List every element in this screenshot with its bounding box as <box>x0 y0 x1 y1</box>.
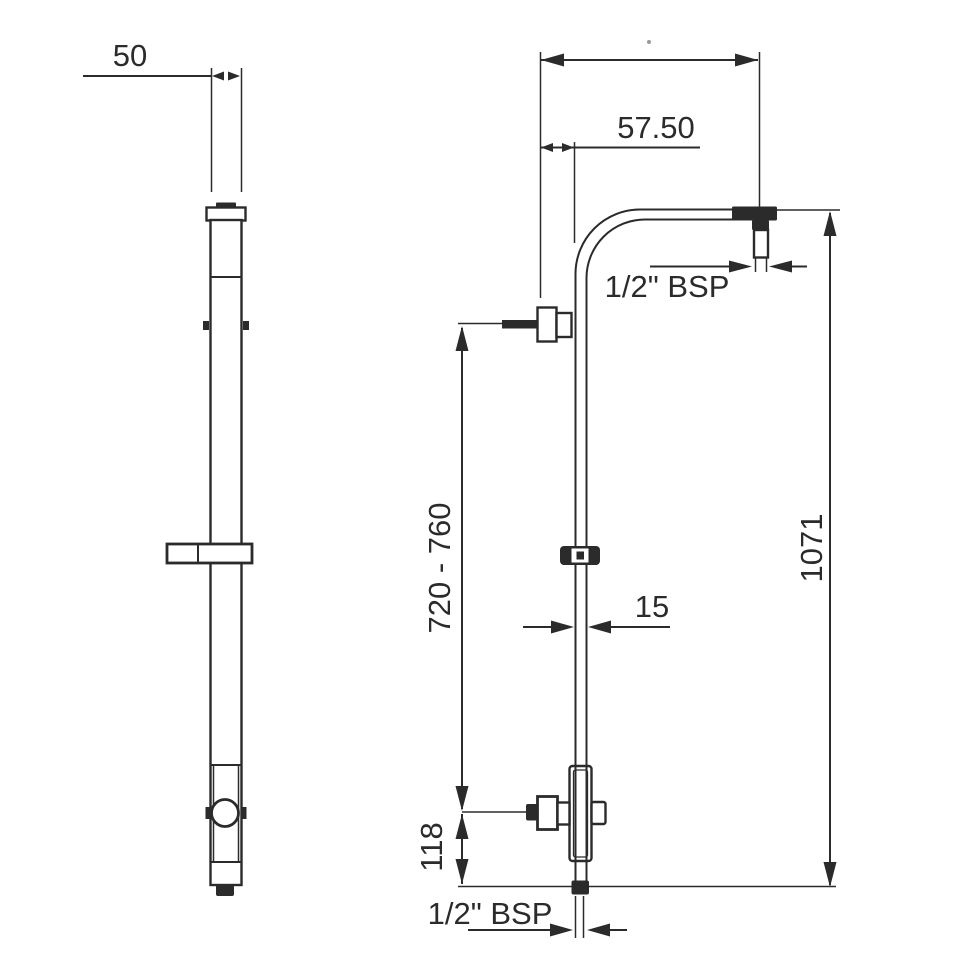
slide-rail-profile <box>165 202 254 896</box>
column-inner-line <box>585 218 750 883</box>
diverter-neck <box>556 801 571 826</box>
inlet-stub <box>502 320 537 329</box>
arrowhead-left-icon <box>541 53 564 67</box>
slider-bracket <box>165 542 254 565</box>
rail-top-cap <box>205 206 247 222</box>
dim-label-offset: 57.50 <box>617 110 695 145</box>
dimension-outlet-height: 118 <box>414 814 836 888</box>
clamp-screw <box>576 551 584 560</box>
stray-mark <box>647 40 651 44</box>
arrowhead-right-icon <box>769 260 792 273</box>
arrowhead-left-icon <box>729 260 752 273</box>
arrowhead-up-icon <box>823 211 837 236</box>
arrowhead-right-icon <box>588 620 611 634</box>
arrowhead-left-icon <box>541 143 553 152</box>
rail-inlet-nub-left <box>203 321 209 330</box>
dim-label-bottom-thread: 1/2" BSP <box>428 896 553 931</box>
extension-lines <box>210 68 243 192</box>
arm-flange <box>732 206 777 221</box>
inlet-adapter <box>555 311 573 339</box>
bottom-extension-lines <box>574 896 585 938</box>
dimension-arm-thread: 1/2" BSP <box>605 260 807 304</box>
dim-label-height: 1071 <box>794 514 829 583</box>
dim-label-slider-range: 720 - 760 <box>422 503 457 634</box>
arrowhead-right-icon <box>228 71 240 81</box>
nipple-extension-lines <box>754 257 768 272</box>
diverter-stem <box>526 804 538 821</box>
dim-label-pipe-width: 15 <box>635 589 669 624</box>
dimension-bottom-thread: 1/2" BSP <box>428 896 627 937</box>
arrowhead-down-icon <box>455 859 469 884</box>
arrowhead-left-icon <box>212 71 224 81</box>
diverter-outlet-right <box>590 800 607 826</box>
knob-nub-left <box>205 807 211 819</box>
bottom-outlet-cap <box>571 880 589 895</box>
diverter-knob-profile <box>210 798 240 828</box>
arrowhead-up-icon <box>455 814 469 839</box>
rail-inlet-nub-right <box>243 321 249 330</box>
wall-inlet <box>458 306 573 343</box>
nipple-collar <box>752 220 769 230</box>
side-view: 50 <box>83 38 254 896</box>
arm-outlet-nipple <box>752 228 770 259</box>
dimension-height: 1071 <box>777 209 840 887</box>
inlet-block <box>536 306 558 343</box>
column-outer-line <box>574 208 773 883</box>
arrowhead-down-icon <box>455 786 469 811</box>
dimension-top-width <box>539 40 761 298</box>
diverter-knob <box>536 795 559 831</box>
diverter-backplate <box>568 764 593 863</box>
arrowhead-down-icon <box>823 862 837 887</box>
dimension-side-width: 50 <box>83 38 243 192</box>
slider-clamp <box>560 546 600 565</box>
dim-label-outlet-height: 118 <box>414 822 449 871</box>
dimension-pipe-width: 15 <box>523 589 670 634</box>
arrowhead-left-icon <box>550 923 573 937</box>
arrowhead-right-icon <box>562 143 574 152</box>
front-view: 57.50 <box>414 40 840 938</box>
dimension-offset: 57.50 <box>541 110 700 243</box>
shower-column <box>458 206 777 938</box>
arrowhead-right-icon <box>735 53 758 67</box>
rail-bottom-foot <box>216 885 234 896</box>
arrowhead-right-icon <box>587 923 610 937</box>
knob-nub-right <box>241 807 247 819</box>
dimension-slider-range: 720 - 760 <box>422 326 526 813</box>
arrowhead-up-icon <box>455 326 469 351</box>
diverter-assembly <box>526 795 607 831</box>
dim-label-arm-thread: 1/2" BSP <box>605 269 730 304</box>
dim-label-side-width: 50 <box>113 38 147 73</box>
arrowhead-left-icon <box>551 620 574 634</box>
